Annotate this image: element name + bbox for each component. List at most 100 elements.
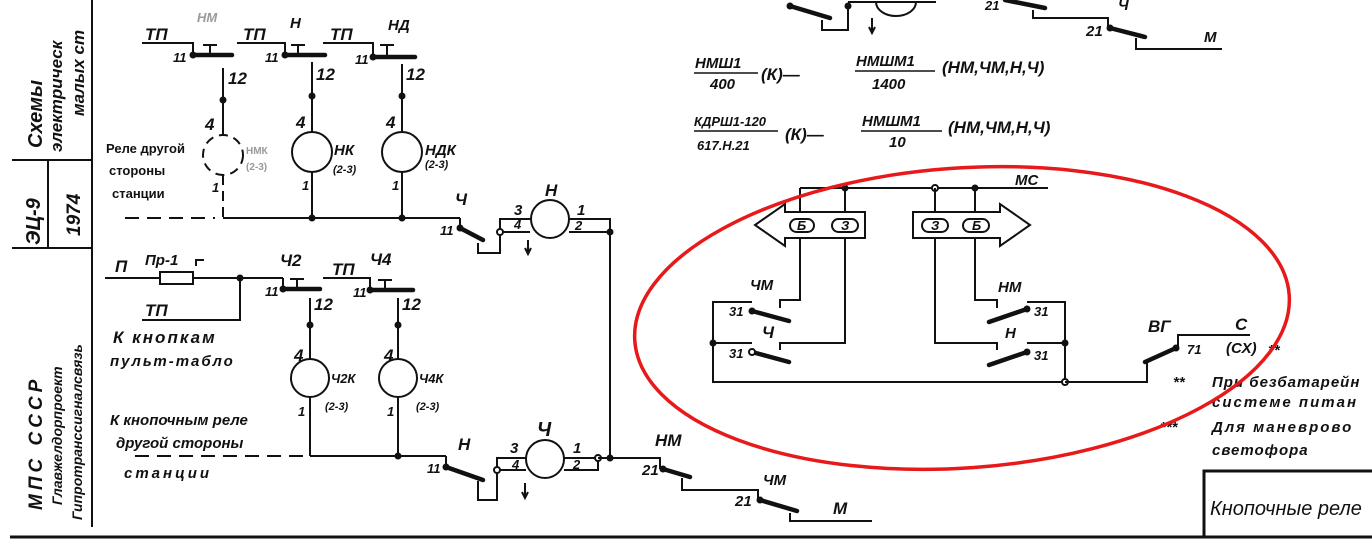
title-line-3: малых ст (69, 30, 88, 116)
relay-ch4k: 4 1 Ч4К (2-3) (378, 325, 444, 456)
pin-label: 21 (734, 493, 752, 510)
formula-numerator: НМШ1 (695, 55, 741, 72)
document-year: 1974 (64, 193, 85, 236)
formula-relays: (НМ,ЧМ,Н,Ч) (942, 58, 1045, 77)
bottom-button-row: П Пр-1 ТП Ч2 11 12 ТП Ч4 11 12 К кнопкам… (105, 250, 872, 522)
note-text: К кнопочным реле (110, 412, 248, 429)
bus-label: МС (1015, 172, 1039, 189)
output-label: М (1204, 29, 1217, 46)
note-text: К кнопкам (113, 328, 217, 347)
contact-nm (660, 466, 693, 480)
pin-label: 11 (173, 50, 187, 65)
pin-label: 12 (402, 295, 421, 314)
output-label: М (833, 499, 848, 518)
pin-label: 2 (572, 457, 581, 472)
pin-label: 31 (729, 346, 743, 361)
button-name: НМ (197, 10, 218, 25)
title-line-1: Схемы (25, 80, 47, 148)
relay-name: Н (545, 181, 558, 200)
relay-name: НК (334, 142, 356, 159)
stamp-box: Кнопочные реле (1202, 469, 1372, 537)
contact-ch (749, 349, 792, 365)
route-indication-circuit: МС Б З З Б ЧМ 31 (709, 172, 1281, 386)
push-button-icon (378, 279, 392, 290)
pin-label: 12 (228, 69, 247, 88)
relay-range: (2-3) (425, 159, 449, 171)
pin-label: 71 (1187, 342, 1201, 357)
push-button-icon (290, 278, 304, 289)
org-ministry: МПС СССР (26, 376, 47, 510)
output-label: С (1235, 315, 1248, 334)
formula-middle: (К)— (785, 125, 825, 144)
output-label: (СХ) (1226, 340, 1257, 357)
formula-denominator: 10 (889, 134, 906, 151)
pin-label: 3 (514, 202, 523, 219)
footnote-mark: ** (1268, 342, 1281, 359)
fuse-label: Пр-1 (145, 252, 178, 269)
relay-type-formulas: НМШ1 400 (К)— НМШМ1 1400 (НМ,ЧМ,Н,Ч) КДР… (694, 53, 1051, 153)
formula-denominator: 1400 (872, 76, 906, 93)
arrow-down-icon (868, 18, 876, 36)
footnote-mark: ** (1173, 374, 1186, 391)
contact-name: ВГ (1148, 317, 1172, 336)
relay-nk: 4 1 НК (2-3) (291, 96, 357, 218)
red-annotation-circle (632, 164, 1292, 472)
pin-label: 1 (387, 404, 394, 419)
pin-label: 11 (427, 461, 441, 476)
lamp-label: Б (797, 218, 806, 233)
arrow-down-icon (524, 240, 532, 257)
footnote-text: системе питан (1212, 394, 1358, 411)
formula-denominator: 400 (709, 76, 736, 93)
contact-ch (457, 225, 486, 243)
footnotes: ** При безбатарейн системе питан *** Для… (1160, 374, 1359, 459)
contact-name: Ч (455, 190, 468, 209)
lamp-label: З (841, 218, 850, 233)
push-button-icon (291, 44, 305, 55)
pin-label: 1 (577, 202, 585, 219)
note-text: Реле другой (106, 141, 185, 156)
pin-label: 4 (383, 346, 394, 365)
contact-chm (757, 497, 800, 514)
right-direction-arrow: З Б (912, 202, 1032, 248)
top-right-circuit: 21 Ч 21 М (786, 0, 1222, 50)
formula-relays: (НМ,ЧМ,Н,Ч) (948, 118, 1051, 137)
contact-name: Н (458, 435, 471, 454)
pin-label: 11 (355, 52, 369, 67)
contact-name: НМ (655, 431, 682, 450)
pin-label: 4 (204, 115, 215, 134)
relay-name: Ч2К (331, 371, 356, 386)
pin-label: 11 (265, 50, 279, 65)
pin-label: 2 (574, 218, 583, 233)
lamp-label: Б (972, 218, 981, 233)
relay-range: (2-3) (333, 164, 357, 176)
relay-name: НМК (246, 146, 269, 157)
pin-label: 4 (293, 346, 304, 365)
stamp-title: Кнопочные реле (1210, 498, 1362, 520)
note-text: станции (124, 465, 212, 482)
contact-name: ЧМ (750, 277, 774, 294)
pin-label: 21 (641, 462, 659, 479)
relay-name: Ч (537, 419, 552, 441)
button-name: НД (388, 17, 410, 34)
formula-numerator: НМШМ1 (856, 53, 915, 70)
title-block: Схемы электрическ малых ст ЭЦ-9 1974 МПС… (12, 0, 93, 527)
pin-label: 4 (511, 457, 520, 472)
footnote-text: светофора (1212, 442, 1309, 459)
relay-ch: Ч 3 4 1 2 (493, 419, 614, 501)
pin-label: 1 (212, 180, 219, 195)
pin-label: 4 (513, 217, 522, 232)
formula-numerator: КДРШ1-120 (694, 114, 767, 129)
pin-label: 1 (392, 178, 399, 193)
button-name: Ч4 (370, 250, 392, 269)
pin-label: 31 (729, 304, 743, 319)
pin-label: 12 (314, 295, 333, 314)
fuse-icon (159, 271, 194, 285)
note-text: пульт-табло (110, 353, 235, 370)
label-tp: ТП (332, 260, 355, 279)
note-text: станции (112, 186, 165, 201)
pin-label: 4 (385, 113, 396, 132)
pin-label: 12 (316, 65, 335, 84)
note-text: стороны (109, 163, 165, 178)
pin-label: 21 (984, 0, 999, 13)
